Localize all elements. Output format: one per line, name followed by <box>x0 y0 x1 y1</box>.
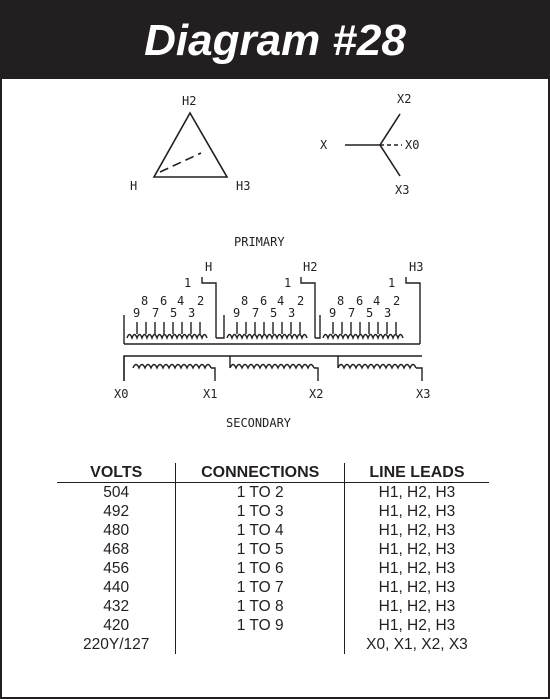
volts-cell: 220Y/127 <box>83 635 150 653</box>
tap-1-label: 1 <box>388 276 395 290</box>
line-leads-cell: H1, H2, H3 <box>343 559 489 578</box>
line-leads-cell: X0, X1, X2, X3 <box>343 635 489 654</box>
wiring-diagram: H2 H H3 X2 X X0 X3 PRIMARY 1 H 8 6 4 2 9… <box>114 92 430 430</box>
table-row: 420 1 TO 9 H1, H2, H3 <box>57 616 489 635</box>
table-row: 504 1 TO 2 H1, H2, H3 <box>57 482 489 502</box>
table-row: 456 1 TO 6 H1, H2, H3 <box>57 559 489 578</box>
volts-cell: 440 <box>103 578 130 596</box>
page-title: Diagram #28 <box>144 16 406 65</box>
wye-label-left: X <box>320 138 328 152</box>
table-row: 432 1 TO 8 H1, H2, H3 <box>57 597 489 616</box>
column-header-connections: CONNECTIONS <box>175 463 345 483</box>
lead-label: H2 <box>303 260 317 274</box>
line-leads-cell: H1, H2, H3 <box>343 578 489 597</box>
title-bar: Diagram #28 <box>2 2 548 79</box>
tap-label: 4 <box>373 294 380 308</box>
tap-label: 2 <box>197 294 204 308</box>
primary-label: PRIMARY <box>234 235 285 249</box>
tap-label: 2 <box>393 294 400 308</box>
table-row: 480 1 TO 4 H1, H2, H3 <box>57 521 489 540</box>
primary-coil-1: 1 H 8 6 4 2 9 7 5 3 <box>123 260 217 344</box>
connection-cell: 1 TO 9 <box>175 616 345 635</box>
lead-label: H <box>205 260 212 274</box>
tap-1-label: 1 <box>284 276 291 290</box>
tap-1-label: 1 <box>184 276 191 290</box>
tap-label: 9 <box>133 306 140 320</box>
tap-label: 8 <box>241 294 248 308</box>
tap-label: 6 <box>356 294 363 308</box>
tap-label: 7 <box>152 306 159 320</box>
column-header-line-leads: LINE LEADS <box>343 463 489 483</box>
line-leads-cell: H1, H2, H3 <box>343 597 489 616</box>
delta-symbol <box>152 111 229 178</box>
connection-cell: 1 TO 2 <box>175 482 345 502</box>
volts-cell: 468 <box>103 540 130 558</box>
connection-cell <box>175 635 345 654</box>
column-header-volts: VOLTS <box>57 463 176 483</box>
secondary-winding <box>123 355 423 381</box>
tap-label: 3 <box>288 306 295 320</box>
tap-label: 4 <box>277 294 284 308</box>
connection-cell: 1 TO 8 <box>175 597 345 616</box>
delta-label-top: H2 <box>182 94 196 108</box>
connection-cell: 1 TO 7 <box>175 578 345 597</box>
secondary-lead-x0: X0 <box>114 387 128 401</box>
table-row: 468 1 TO 5 H1, H2, H3 <box>57 540 489 559</box>
tap-label: 2 <box>297 294 304 308</box>
delta-dashed-line <box>159 152 202 173</box>
volts-cell: 432 <box>103 597 130 615</box>
tap-label: 6 <box>260 294 267 308</box>
connection-cell: 1 TO 5 <box>175 540 345 559</box>
secondary-lead-x3: X3 <box>416 387 430 401</box>
connection-cell: 1 TO 3 <box>175 502 345 521</box>
tap-label: 3 <box>188 306 195 320</box>
primary-coil-3: 1 H3 8 6 4 2 9 7 5 3 <box>124 260 423 345</box>
tap-label: 5 <box>270 306 277 320</box>
secondary-lead-x2: X2 <box>309 387 323 401</box>
table-header-row: VOLTS CONNECTIONS LINE LEADS <box>57 463 489 483</box>
volts-cell: 504 <box>103 483 130 501</box>
wye-label-right: X0 <box>405 138 419 152</box>
secondary-lead-x1: X1 <box>203 387 217 401</box>
connection-cell: 1 TO 6 <box>175 559 345 578</box>
tap-label: 4 <box>177 294 184 308</box>
secondary-label: SECONDARY <box>226 416 292 430</box>
tap-label: 8 <box>337 294 344 308</box>
table-row: 440 1 TO 7 H1, H2, H3 <box>57 578 489 597</box>
volts-cell: 480 <box>103 521 130 539</box>
volts-cell: 420 <box>103 616 130 634</box>
connections-table: VOLTS CONNECTIONS LINE LEADS 504 1 TO 2 … <box>57 463 489 654</box>
volts-cell: 456 <box>103 559 130 577</box>
tap-label: 5 <box>170 306 177 320</box>
lead-label: H3 <box>409 260 423 274</box>
line-leads-cell: H1, H2, H3 <box>343 502 489 521</box>
wye-label-bottom: X3 <box>395 183 409 197</box>
line-leads-cell: H1, H2, H3 <box>343 521 489 540</box>
tap-label: 8 <box>141 294 148 308</box>
volts-cell: 492 <box>103 502 130 520</box>
tap-label: 5 <box>366 306 373 320</box>
tap-label: 6 <box>160 294 167 308</box>
line-leads-cell: H1, H2, H3 <box>343 482 489 502</box>
line-leads-cell: H1, H2, H3 <box>343 540 489 559</box>
connection-cell: 1 TO 4 <box>175 521 345 540</box>
delta-label-right: H3 <box>236 179 250 193</box>
tap-label: 9 <box>233 306 240 320</box>
tap-label: 7 <box>252 306 259 320</box>
line-leads-cell: H1, H2, H3 <box>343 616 489 635</box>
delta-label-left: H <box>130 179 137 193</box>
tap-label: 3 <box>384 306 391 320</box>
wye-label-top: X2 <box>397 92 411 106</box>
tap-label: 7 <box>348 306 355 320</box>
wye-symbol <box>345 113 402 177</box>
table-row: 492 1 TO 3 H1, H2, H3 <box>57 502 489 521</box>
tap-label: 9 <box>329 306 336 320</box>
table-row: 220Y/127 X0, X1, X2, X3 <box>57 635 489 654</box>
primary-coil-2: 1 H2 8 6 4 2 9 7 5 3 <box>216 260 317 341</box>
delta-triangle <box>152 111 229 178</box>
